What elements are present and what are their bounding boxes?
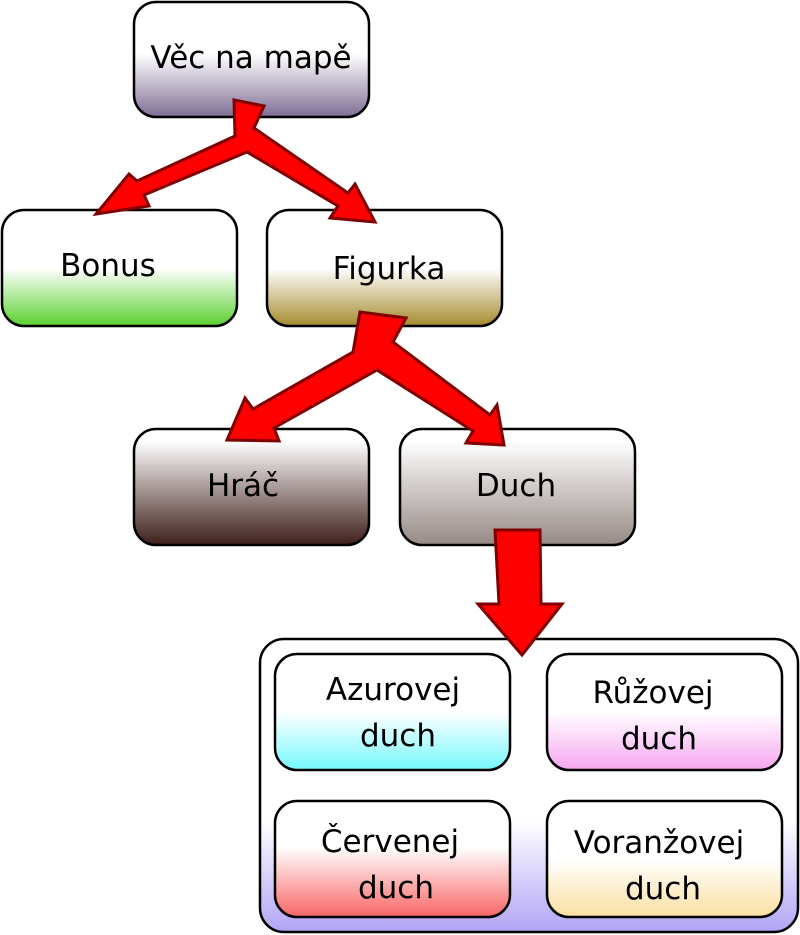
node-root: Věc na mapě: [132, 0, 371, 119]
node-ruzovej-line2: duch: [621, 721, 697, 757]
node-ruzovej-line1: Růžovej: [592, 675, 713, 711]
node-root-label: Věc na mapě: [150, 40, 351, 76]
node-ruzovej-box: [545, 652, 784, 772]
node-azurovej: Azurovej duch: [273, 652, 512, 772]
node-voranzovej: Voranžovej duch: [545, 799, 784, 919]
node-figurka-label: Figurka: [333, 251, 446, 287]
node-bonus-label: Bonus: [60, 248, 156, 284]
node-bonus: Bonus: [0, 208, 239, 328]
node-azurovej-line1: Azurovej: [326, 672, 460, 708]
arrow-root-to-children: [92, 98, 378, 224]
node-cervenej-box: [273, 799, 512, 919]
node-voranzovej-box: [545, 799, 784, 919]
node-azurovej-line2: duch: [360, 718, 436, 754]
node-duch-label: Duch: [476, 468, 556, 504]
node-voranzovej-line1: Voranžovej: [574, 825, 744, 861]
node-cervenej-line1: Červenej: [321, 823, 459, 860]
node-hrac-label: Hráč: [207, 468, 279, 504]
node-cervenej-line2: duch: [358, 870, 434, 906]
node-voranzovej-line2: duch: [625, 871, 701, 907]
node-figurka: Figurka: [265, 208, 504, 328]
arrow-figurka-to-children: [224, 310, 506, 447]
node-duch: Duch: [398, 427, 637, 547]
node-hrac: Hráč: [132, 427, 371, 547]
node-azurovej-box: [273, 652, 512, 772]
node-cervenej: Červenej duch: [273, 799, 512, 919]
node-ruzovej: Růžovej duch: [545, 652, 784, 772]
arrow-duch-to-ghosts: [474, 528, 566, 658]
